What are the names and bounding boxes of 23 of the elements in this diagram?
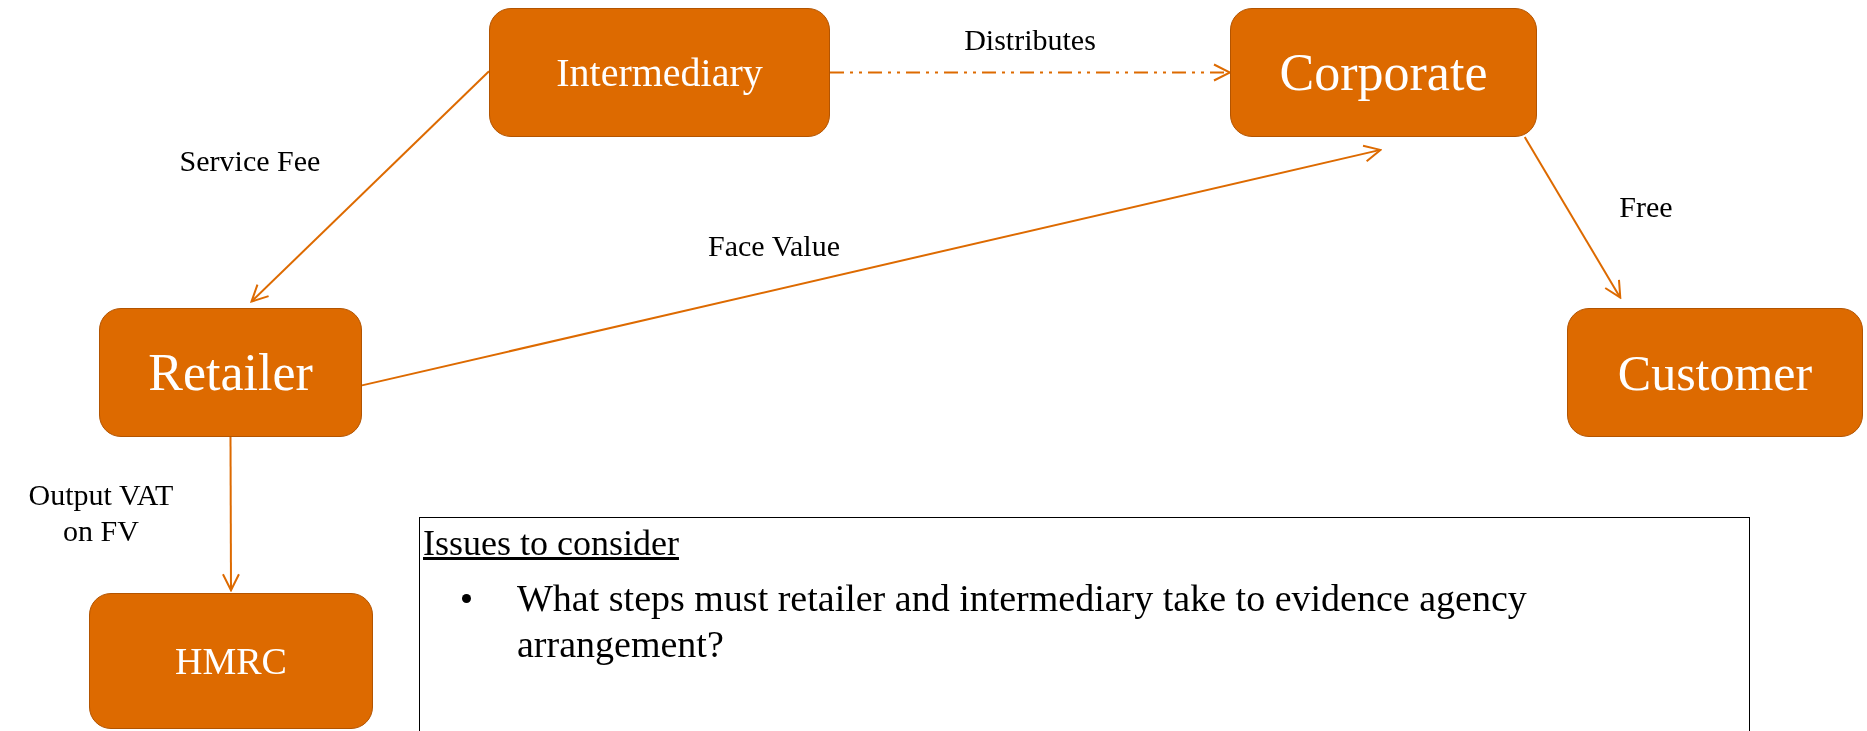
notes-panel (419, 517, 1750, 731)
arrow (361, 144, 1382, 387)
box-label: HMRC (175, 639, 287, 683)
arrow (221, 436, 240, 592)
process-box (489, 8, 830, 137)
arrow (250, 70, 490, 303)
process-box (1230, 8, 1537, 137)
process-box (99, 308, 362, 437)
box-label: Customer (1617, 343, 1813, 402)
notes-heading: Issues to consider (423, 522, 679, 564)
edge-label: Distributes (964, 22, 1096, 58)
process-box (89, 593, 373, 729)
edge-label: Output VAT on FV (27, 477, 175, 549)
box-label: Intermediary (556, 49, 763, 96)
box-label: Retailer (148, 343, 313, 402)
arrow (1523, 136, 1622, 299)
edge-label: Free (1619, 189, 1673, 225)
edge-label: Face Value (708, 228, 840, 264)
arrow (829, 63, 1231, 82)
bullet-text: What steps must retailer and intermediary take to evidence agency arrangement? (517, 576, 1528, 667)
edge-label: Service Fee (179, 143, 321, 179)
process-box (1567, 308, 1863, 437)
box-label: Corporate (1279, 43, 1488, 102)
